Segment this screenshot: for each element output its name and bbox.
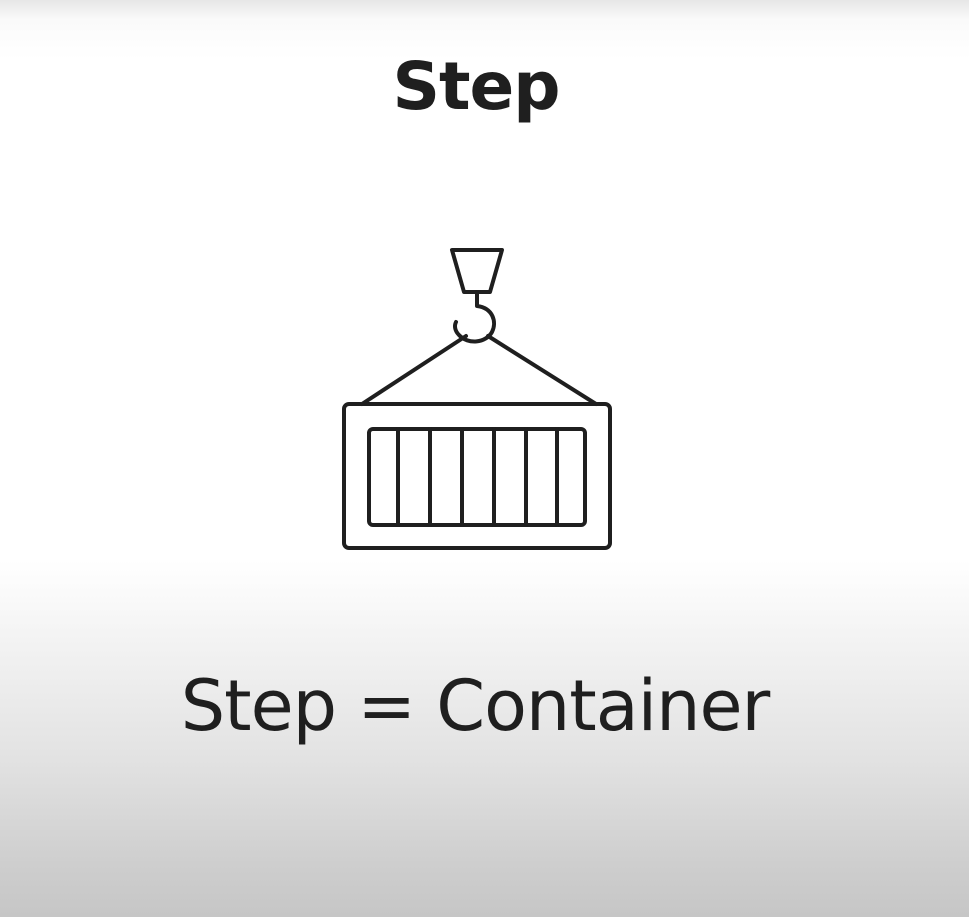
container-inner bbox=[367, 427, 587, 527]
container-crane-icon bbox=[340, 244, 616, 556]
hook-block bbox=[450, 248, 504, 294]
slide-caption: Step = Container bbox=[180, 665, 771, 747]
sling-right bbox=[486, 334, 598, 406]
container-outer bbox=[342, 402, 612, 550]
slide-title: Step bbox=[392, 48, 560, 125]
sling-left bbox=[360, 334, 468, 406]
hook bbox=[453, 290, 497, 344]
